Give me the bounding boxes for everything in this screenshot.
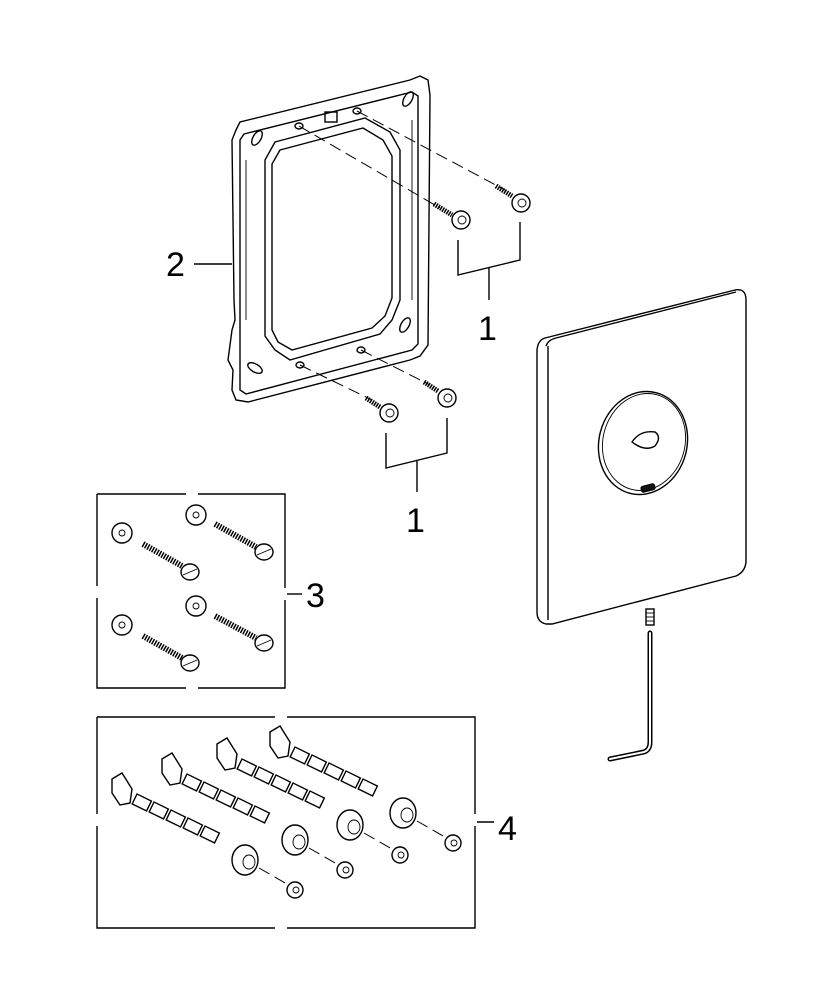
- callout-label: 4: [498, 810, 517, 848]
- callout-label: 1: [406, 502, 425, 540]
- extension-bolt: [216, 737, 409, 864]
- set-4-box: [96, 716, 476, 929]
- callout-3: 3: [287, 577, 325, 615]
- washer-screw-4: [111, 614, 200, 672]
- button-window-icon: [631, 431, 660, 449]
- flush-button[interactable]: [587, 381, 699, 504]
- screw-top-left: [432, 201, 471, 230]
- assembly-line: [299, 364, 373, 401]
- part-set-4: [96, 716, 476, 929]
- set-screw: [645, 608, 655, 626]
- extension-bolt: [269, 725, 462, 852]
- extension-bolt: [161, 752, 354, 879]
- mounting-frame: [227, 75, 431, 403]
- part-set-3: [96, 493, 286, 689]
- extension-bolts: [111, 725, 462, 899]
- assembly-line: [298, 125, 441, 209]
- cover-plate: [536, 289, 747, 625]
- callout-label: 3: [306, 577, 325, 615]
- callout-label: 1: [478, 310, 497, 348]
- screw-bottom-right: [422, 379, 457, 408]
- screw-top-right: [494, 183, 531, 213]
- assembly-line: [356, 110, 506, 191]
- set-3-box: [96, 493, 286, 689]
- assembly-line: [360, 349, 431, 386]
- callout-1-bottom: 1: [385, 418, 448, 540]
- hex-key: [607, 630, 653, 762]
- bracket-line: [385, 418, 448, 469]
- washer-screw-1: [111, 522, 200, 581]
- callout-1-top: 1: [457, 222, 521, 348]
- callout-4: 4: [477, 810, 517, 848]
- washer-screw-2: [185, 504, 274, 561]
- callout-2: 2: [166, 246, 232, 284]
- brand-logo-icon: [640, 483, 656, 493]
- extension-bolt: [111, 772, 304, 899]
- callout-label: 2: [166, 246, 185, 284]
- washer-screw-3: [185, 595, 274, 652]
- bracket-line: [457, 222, 521, 276]
- screw-bottom-left: [364, 395, 399, 423]
